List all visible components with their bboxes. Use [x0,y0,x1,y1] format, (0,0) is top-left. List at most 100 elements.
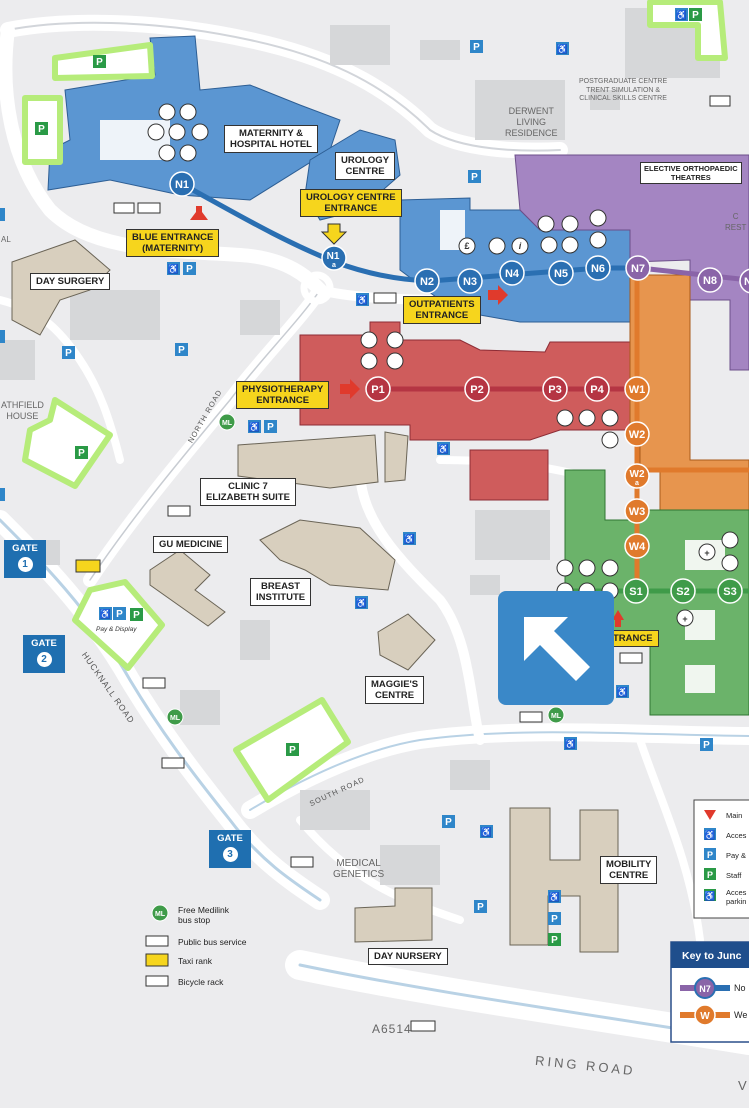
svg-text:♿: ♿ [481,826,492,837]
route-nodes: N1 N1a N2 N3 N4 N5 N6 N7 N8 N P1 P2 P3 P… [169,171,749,604]
label-cut-right: C REST [725,212,747,232]
small-transport-icons [75,95,731,1032]
label-south-entrance: TRANCE [608,630,659,647]
svg-text:♿: ♿ [404,533,415,544]
node-n2: N2 [414,268,440,294]
node-n7: N7 [625,255,651,281]
svg-text:W3: W3 [629,506,646,518]
facility-glyphs: £ i + + [464,241,709,624]
label-day-nursery: DAY NURSERY [368,948,448,965]
svg-text:ML: ML [222,420,233,427]
junction-key-west: We [734,1010,748,1020]
svg-text:P: P [65,348,72,359]
node-n5: N5 [548,260,574,286]
junction-key-title: Key to Junc [682,950,742,962]
node-p1: P1 [365,376,391,402]
legend-taxi: Taxi rank [178,956,213,966]
label-clinic-7: CLINIC 7 ELIZABETH SUITE [200,478,296,506]
svg-text:S1: S1 [629,586,642,598]
svg-text:P: P [116,609,123,620]
entrance-arrows [190,206,624,627]
svg-text:P: P [289,745,296,756]
svg-text:P: P [692,10,699,21]
junction-key-box: N7 W [670,941,749,1043]
label-gu-medicine: GU MEDICINE [153,536,229,553]
svg-text:N7: N7 [631,263,645,275]
legend-ml: Free Medilink bus stop [178,905,230,925]
svg-text:a: a [635,480,639,487]
pay-display-label: Pay & Display [96,626,137,633]
node-n-cut: N [739,268,749,294]
node-w2: W2 [624,421,650,447]
svg-text:P: P [707,870,713,880]
arrow-up-left-icon [524,617,590,681]
svg-text:♿: ♿ [357,294,368,305]
label-medical-genetics: MEDICAL GENETICS [333,858,385,880]
node-p2: P2 [464,376,490,402]
svg-text:N1: N1 [175,179,189,191]
svg-text:N4: N4 [505,268,520,280]
tan-buildings [11,239,619,953]
label-cut-left: AL [1,235,11,244]
key-staff: Staff [726,871,742,880]
svg-text:ML: ML [170,715,181,722]
label-urology-entrance: UROLOGY CENTRE ENTRANCE [300,189,402,217]
node-n1a: N1a [321,245,347,271]
node-w3: W3 [624,498,650,524]
junction-key-north: No [734,983,746,993]
legend-bus: Public bus service [178,937,247,947]
svg-text:P: P [477,902,484,913]
label-breast-institute: BREAST INSTITUTE [250,578,312,606]
key-access: Acces [726,831,747,840]
svg-text:♿: ♿ [676,9,687,20]
label-physio-entrance: PHYSIOTHERAPY ENTRANCE [236,381,330,409]
svg-text:W2: W2 [629,429,646,441]
svg-text:♿: ♿ [704,890,715,901]
node-s3: S3 [717,578,743,604]
node-s2: S2 [670,578,696,604]
road-ring-cut: V [738,1078,748,1093]
svg-text:P3: P3 [548,384,561,396]
svg-text:♿: ♿ [356,597,367,608]
svg-text:P: P [96,57,103,68]
svg-text:a: a [332,262,336,269]
svg-text:P: P [186,264,193,275]
svg-text:P: P [703,740,710,751]
node-n3: N3 [457,268,483,294]
node-w1: W1 [624,376,650,402]
svg-text:P4: P4 [590,384,604,396]
urology-arrow [320,223,348,245]
label-day-surgery: DAY SURGERY [30,273,111,290]
svg-text:♿: ♿ [617,686,628,697]
node-n1: N1 [169,171,195,197]
svg-text:P: P [178,345,185,356]
node-p4: P4 [584,376,610,402]
label-maggies-centre: MAGGIE'S CENTRE [365,676,425,704]
svg-text:ML: ML [155,911,166,918]
svg-text:P2: P2 [470,384,483,396]
north-west-arrow-button[interactable] [498,591,614,705]
svg-text:♿: ♿ [438,443,449,454]
label-outpatients-entrance: OUTPATIENTS ENTRANCE [403,296,481,324]
node-w4: W4 [624,533,650,559]
node-n4: N4 [499,260,525,286]
svg-text:P: P [551,914,558,925]
svg-text:N3: N3 [463,276,477,288]
svg-text:S3: S3 [723,586,736,598]
key-box-right: P P ♿ ♿ [693,799,749,919]
svg-text:♿: ♿ [549,891,560,902]
svg-text:P: P [78,448,85,459]
car-parks [22,0,728,803]
svg-text:P: P [38,124,45,135]
label-maternity: MATERNITY & HOSPITAL HOTEL [224,125,318,153]
node-w2a: W2a [624,463,650,489]
label-blue-entrance: BLUE ENTRANCE (MATERNITY) [126,229,220,257]
label-elective-theatres: ELECTIVE ORTHOPAEDIC THEATRES [640,162,742,184]
svg-text:i: i [519,241,522,251]
label-derwent: DERWENT LIVING RESIDENCE [505,106,558,138]
node-p3: P3 [542,376,568,402]
svg-text:N7: N7 [699,984,711,994]
label-mobility-centre: MOBILITY CENTRE [600,856,658,884]
